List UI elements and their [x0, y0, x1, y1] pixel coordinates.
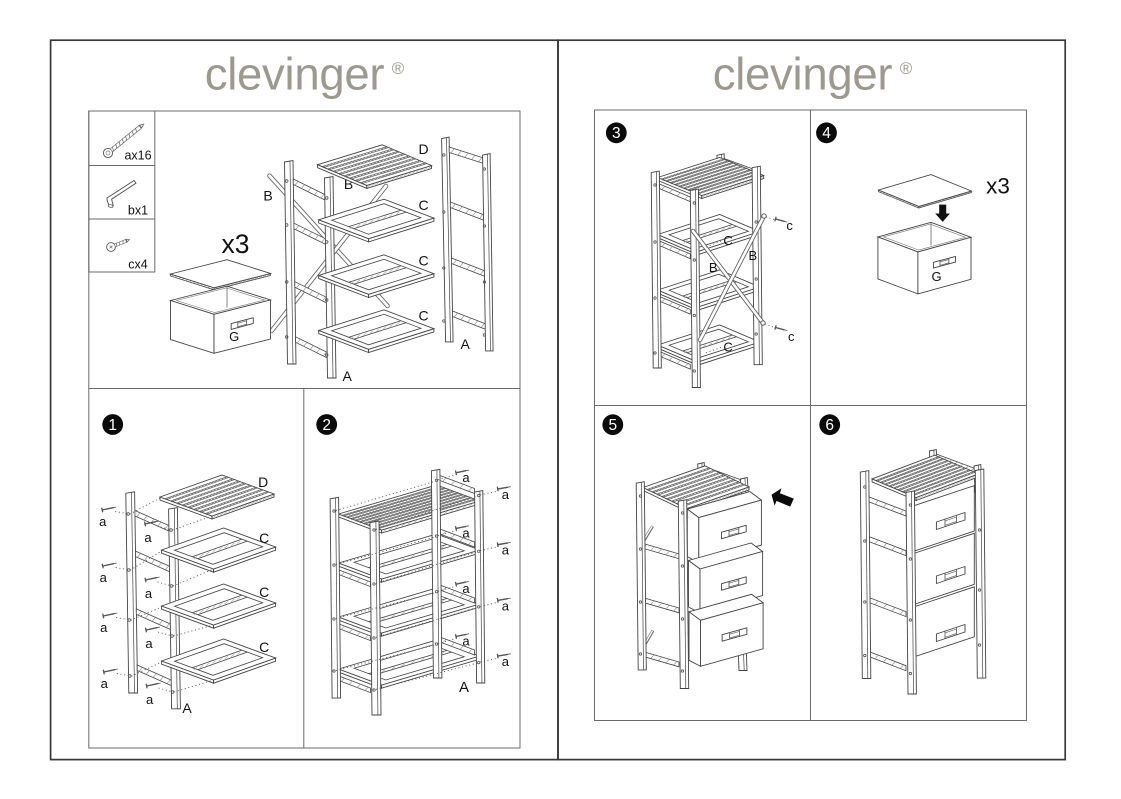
- svg-text:4: 4: [822, 125, 831, 142]
- svg-text:C: C: [259, 584, 269, 600]
- svg-text:D: D: [258, 474, 268, 490]
- svg-text:ax16: ax16: [124, 149, 151, 163]
- svg-text:3: 3: [612, 125, 621, 142]
- svg-text:a: a: [145, 636, 153, 651]
- svg-text:a: a: [462, 470, 470, 485]
- svg-text:a: a: [146, 692, 154, 707]
- svg-text:A: A: [343, 368, 353, 384]
- svg-text:a: a: [502, 654, 510, 669]
- svg-text:C: C: [723, 233, 732, 248]
- svg-text:x3: x3: [986, 174, 1010, 199]
- svg-text:C: C: [723, 340, 732, 355]
- svg-text:C: C: [259, 639, 269, 655]
- svg-text:a: a: [100, 570, 108, 585]
- svg-text:clevinger: clevinger: [713, 48, 893, 99]
- svg-text:a: a: [144, 530, 152, 545]
- svg-text:a: a: [145, 586, 153, 601]
- svg-text:A: A: [459, 679, 469, 696]
- svg-text:x3: x3: [222, 229, 250, 259]
- svg-text:B: B: [709, 260, 718, 275]
- svg-text:1: 1: [108, 417, 117, 434]
- svg-text:5: 5: [608, 417, 617, 434]
- svg-text:a: a: [462, 634, 470, 649]
- svg-text:a: a: [462, 526, 470, 541]
- svg-text:A: A: [182, 700, 192, 716]
- svg-text:D: D: [419, 141, 429, 157]
- svg-text:a: a: [502, 598, 510, 613]
- svg-text:C: C: [419, 197, 429, 213]
- svg-text:a: a: [99, 514, 107, 529]
- svg-text:clevinger: clevinger: [205, 48, 385, 99]
- svg-text:c: c: [786, 218, 793, 233]
- svg-text:bx1: bx1: [128, 204, 148, 218]
- svg-text:B: B: [263, 188, 272, 204]
- svg-text:cx4: cx4: [128, 258, 148, 272]
- svg-text:®: ®: [900, 59, 913, 78]
- svg-text:A: A: [461, 336, 471, 352]
- svg-text:G: G: [229, 329, 239, 344]
- svg-text:a: a: [100, 620, 108, 635]
- svg-text:a: a: [101, 676, 109, 691]
- svg-text:2: 2: [322, 417, 331, 434]
- svg-text:c: c: [788, 329, 795, 344]
- svg-text:C: C: [419, 253, 429, 269]
- svg-text:B: B: [748, 248, 757, 263]
- svg-text:C: C: [259, 530, 269, 546]
- svg-text:6: 6: [825, 417, 834, 434]
- svg-text:a: a: [502, 487, 510, 502]
- svg-text:a: a: [462, 581, 470, 596]
- svg-text:a: a: [502, 543, 510, 558]
- svg-text:B: B: [344, 176, 353, 192]
- svg-text:C: C: [419, 308, 429, 324]
- svg-text:®: ®: [392, 59, 405, 78]
- svg-text:G: G: [931, 269, 941, 284]
